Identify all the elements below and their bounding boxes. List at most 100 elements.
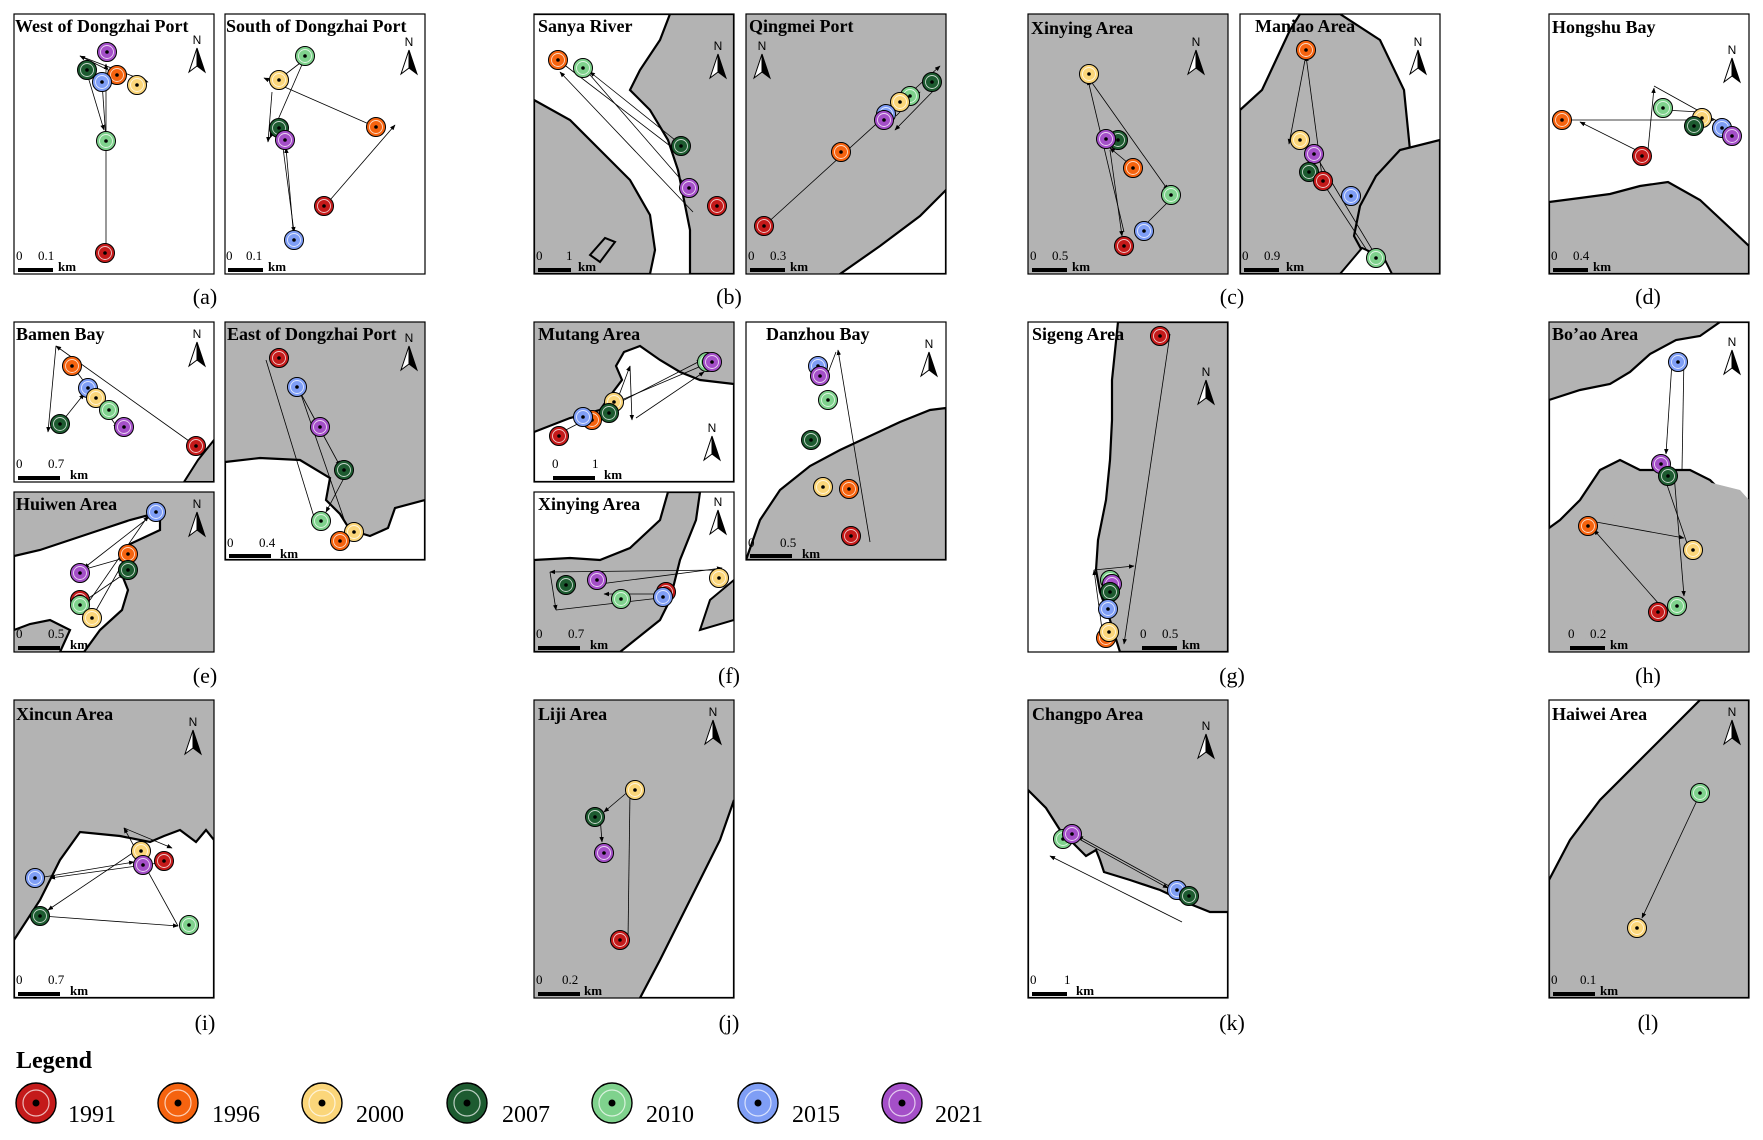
- scale-bar-line: [1553, 268, 1588, 272]
- north-arrow-right: [717, 53, 727, 80]
- scale-bar-line: [229, 554, 271, 558]
- centroid-inner-ring: [816, 480, 830, 494]
- scale-unit: km: [58, 259, 76, 274]
- centroid-dot: [94, 396, 98, 400]
- svg-text:0: 0: [1551, 248, 1558, 263]
- centroid-2015: [1134, 221, 1154, 241]
- scale-bar-line: [1032, 992, 1067, 996]
- scale-bar: 0 0.7 km: [16, 456, 88, 482]
- panel-changpo-area: Changpo Area N 0 1 km: [1027, 699, 1229, 999]
- panel-captions: (a) (b) (c) (d) (e) (f) (g) (h) (i) (j) …: [193, 284, 1661, 1035]
- north-arrow-icon: N: [1723, 43, 1741, 84]
- svg-text:0.3: 0.3: [770, 248, 786, 263]
- centroid-markers: [754, 72, 942, 236]
- centroid-inner-ring: [369, 120, 383, 134]
- legend: Legend 1991 1996 2000 2007 2010 2015 202…: [15, 1048, 983, 1128]
- centroid-inner-ring: [1182, 889, 1196, 903]
- centroid-inner-ring: [552, 429, 566, 443]
- centroid-inner-ring: [674, 139, 688, 153]
- centroid-inner-ring: [189, 439, 203, 453]
- centroid-2000: [1290, 130, 1310, 150]
- centroid-dot: [1720, 126, 1724, 130]
- migration-links: [1593, 355, 1691, 613]
- scale-bar: 0 0.4 km: [1551, 248, 1611, 274]
- legend-item-2021: 2021: [881, 1082, 983, 1128]
- legend-title: Legend: [16, 1048, 93, 1074]
- panel-huiwen-area: Huiwen Area N 0 0.5 km: [13, 491, 215, 653]
- centroid-inner-ring: [551, 53, 565, 67]
- centroid-dot: [595, 578, 599, 582]
- centroid-dot: [1691, 548, 1695, 552]
- legend-inner-ring: [744, 1089, 772, 1117]
- centroid-dot: [564, 583, 568, 587]
- centroid-inner-ring: [89, 391, 103, 405]
- north-arrow-right: [408, 49, 418, 76]
- centroid-2007: [671, 136, 691, 156]
- centroid-1991: [754, 216, 774, 236]
- centroid-2007: [1658, 466, 1678, 486]
- centroid-inner-ring: [100, 45, 114, 59]
- centroid-inner-ring: [893, 95, 907, 109]
- centroid-dot: [821, 485, 825, 489]
- centroid-2000: [1627, 918, 1647, 938]
- legend-inner-ring: [453, 1089, 481, 1117]
- centroid-inner-ring: [682, 181, 696, 195]
- land-mass: [1549, 180, 1749, 274]
- centroid-markers: [70, 502, 166, 628]
- water-body: [638, 799, 734, 998]
- centroid-inner-ring: [313, 420, 327, 434]
- centroid-dot: [86, 386, 90, 390]
- panel-haiwei-area: Haiwei Area N 0 0.1 km: [1548, 699, 1750, 999]
- scale-bar-line: [1553, 992, 1595, 996]
- north-label: N: [1414, 35, 1423, 49]
- centroid-dot: [322, 204, 326, 208]
- svg-text:1: 1: [592, 456, 599, 471]
- north-arrow-icon: N: [184, 715, 202, 756]
- north-arrow-icon: N: [1409, 35, 1427, 76]
- svg-text:0: 0: [536, 248, 543, 263]
- svg-text:km: km: [70, 983, 88, 998]
- panel-south-of-dongzhai-port: South of Dongzhai Port N 0 0.1 km: [224, 13, 426, 275]
- svg-text:km: km: [604, 467, 622, 482]
- centroid-inner-ring: [1369, 251, 1383, 265]
- north-label: N: [189, 715, 198, 729]
- centroid-inner-ring: [559, 578, 573, 592]
- centroid-2000: [625, 780, 645, 800]
- centroid-inner-ring: [65, 359, 79, 373]
- centroid-inner-ring: [613, 933, 627, 947]
- centroid-inner-ring: [614, 592, 628, 606]
- centroid-dot: [1107, 630, 1111, 634]
- centroid-inner-ring: [576, 410, 590, 424]
- north-arrow-right: [408, 345, 418, 372]
- centroid-dot: [194, 444, 198, 448]
- legend-dot: [608, 1099, 616, 1107]
- centroid-2000: [344, 522, 364, 542]
- centroid-2010: [573, 58, 593, 78]
- centroid-markers: [1578, 352, 1703, 622]
- centroid-2000: [127, 75, 147, 95]
- north-label: N: [925, 337, 934, 351]
- caption-e: (e): [193, 663, 217, 688]
- centroid-dot: [607, 411, 611, 415]
- centroid-dot: [1298, 138, 1302, 142]
- svg-text:km: km: [1072, 259, 1090, 274]
- svg-text:0: 0: [748, 535, 755, 550]
- centroid-1996: [1552, 110, 1572, 130]
- centroid-inner-ring: [712, 571, 726, 585]
- centroid-inner-ring: [1103, 585, 1117, 599]
- scale-bar: 0 0.2 km: [1568, 626, 1628, 652]
- centroid-inner-ring: [757, 219, 771, 233]
- north-arrow-right: [717, 509, 727, 536]
- centroid-markers: [50, 356, 206, 456]
- north-arrow-icon: N: [400, 35, 418, 76]
- svg-text:0.4: 0.4: [1573, 248, 1590, 263]
- centroid-1991: [1150, 326, 1170, 346]
- centroid-2010: [96, 131, 116, 151]
- panel-xinying-area-c: Xinying Area N 0 0.5 km: [1027, 13, 1229, 275]
- centroid-dot: [104, 139, 108, 143]
- scale-bar-line: [1244, 268, 1279, 272]
- panel-title: Xinying Area: [1031, 18, 1133, 38]
- north-arrow-right: [1205, 733, 1215, 760]
- centroid-2010: [1161, 185, 1181, 205]
- centroid-inner-ring: [1725, 129, 1739, 143]
